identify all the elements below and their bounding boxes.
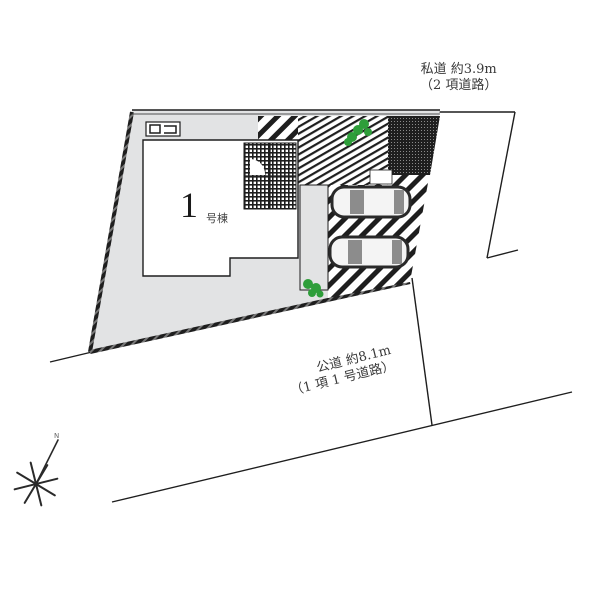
planting-icon [344, 119, 372, 146]
north-label: N [54, 432, 60, 440]
private-road-type: （2 項道路） [420, 78, 498, 93]
car-icon [330, 185, 412, 219]
utility-box-icon [145, 121, 181, 137]
building-suffix: 号棟 [206, 212, 228, 225]
private-road-label: 私道 約3.9m （2 項道路） [420, 62, 497, 94]
car-icon [328, 235, 410, 269]
compass-rose-icon [13, 439, 59, 507]
private-road-width: 私道 約3.9m [420, 62, 497, 77]
planting-icon [303, 279, 324, 298]
private-road [438, 111, 519, 259]
public-road [49, 277, 573, 503]
building-footprint [142, 139, 299, 277]
building-number: 1 [180, 185, 198, 225]
